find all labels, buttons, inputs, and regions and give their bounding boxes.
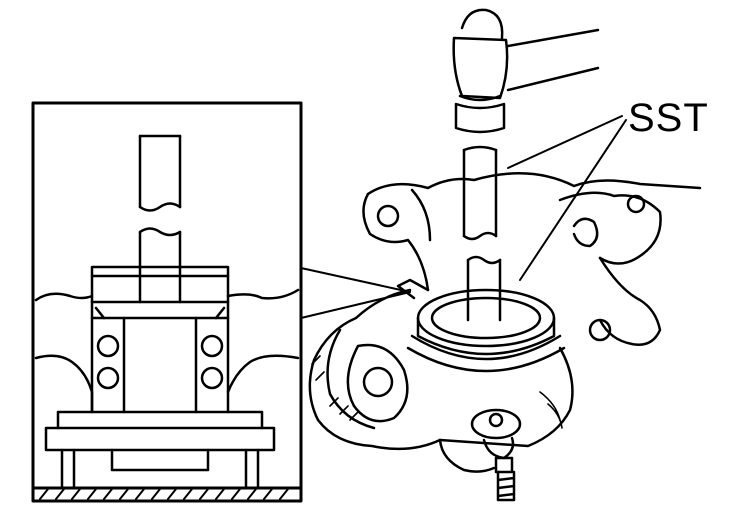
inset-knuckle-right-top xyxy=(228,290,298,298)
sst-leader-1 xyxy=(508,116,622,168)
lower-right-bolt-hole xyxy=(590,320,610,340)
inset-bearing xyxy=(92,302,228,412)
bearing-ball xyxy=(98,336,118,356)
inset-leader-top xyxy=(301,268,410,292)
inset-tool-plate xyxy=(92,267,228,302)
inset-base-hatch xyxy=(33,488,301,499)
hammer-face xyxy=(456,104,504,132)
inset-hub xyxy=(46,428,274,488)
sst-label: SST xyxy=(628,96,709,140)
ball-joint xyxy=(472,410,520,500)
inset-press-rod-lower xyxy=(140,229,180,303)
bearing-ball xyxy=(98,368,118,388)
inset-knuckle-left-top xyxy=(36,294,92,300)
knuckle-right-arm xyxy=(560,193,661,264)
bearing-ball xyxy=(202,368,222,388)
right-bolt-hole xyxy=(628,196,644,212)
steering-knuckle xyxy=(310,173,700,500)
hammer xyxy=(454,10,598,132)
hammer-handle-bottom xyxy=(508,68,598,90)
inset-knuckle-right xyxy=(228,356,298,392)
knuckle-lower xyxy=(440,440,494,472)
hammer-head xyxy=(454,38,507,98)
knuckle-shading xyxy=(312,356,358,420)
bearing-ball xyxy=(202,336,222,356)
hammer-head-top xyxy=(462,10,502,38)
inset-knuckle-right-lower xyxy=(228,412,262,428)
inset-frame xyxy=(33,103,301,501)
ball-joint-stud xyxy=(498,472,514,500)
sst-driver-rod xyxy=(464,147,500,320)
upper-bolt-hole xyxy=(378,206,398,226)
bearing-ring xyxy=(408,290,564,371)
inset-press-rod-upper xyxy=(140,136,180,211)
knuckle-body-left xyxy=(310,290,440,449)
knuckle-boss-hole xyxy=(364,368,392,396)
inset-knuckle-left xyxy=(36,356,92,428)
inset-cross-section xyxy=(33,103,301,501)
knuckle-boss xyxy=(348,345,407,421)
sst-leader-2 xyxy=(520,120,626,280)
knuckle-upper-arm xyxy=(368,173,700,194)
hammer-handle-top xyxy=(508,30,598,46)
knuckle-tab xyxy=(398,280,428,298)
